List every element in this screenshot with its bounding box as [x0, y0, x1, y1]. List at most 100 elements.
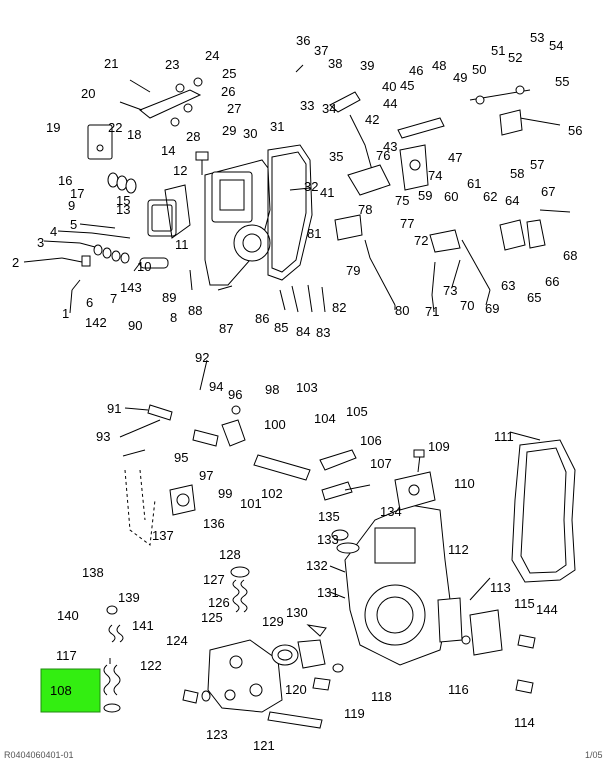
part-label-40[interactable]: 40 — [382, 79, 396, 94]
part-label-17[interactable]: 17 — [70, 186, 84, 201]
part-label-127[interactable]: 127 — [203, 572, 225, 587]
part-label-119[interactable]: 119 — [344, 706, 365, 721]
part-label-19[interactable]: 19 — [46, 120, 60, 135]
part-label-73[interactable]: 73 — [443, 283, 457, 298]
part-label-4[interactable]: 4 — [50, 224, 57, 239]
part-label-14[interactable]: 14 — [161, 143, 175, 158]
part-label-1[interactable]: 1 — [62, 306, 69, 321]
part-label-110[interactable]: 110 — [454, 476, 475, 491]
part-label-124[interactable]: 124 — [166, 633, 188, 648]
part-label-6[interactable]: 6 — [86, 295, 93, 310]
part-label-8[interactable]: 8 — [170, 310, 177, 325]
part-label-18[interactable]: 18 — [127, 127, 141, 142]
part-label-77[interactable]: 77 — [400, 216, 414, 231]
part-label-69[interactable]: 69 — [485, 301, 499, 316]
part-label-133[interactable]: 133 — [317, 532, 339, 547]
part-label-88[interactable]: 88 — [188, 303, 202, 318]
part-label-63[interactable]: 63 — [501, 278, 515, 293]
part-label-135[interactable]: 135 — [318, 509, 340, 524]
part-label-125[interactable]: 125 — [201, 610, 223, 625]
part-label-130[interactable]: 130 — [286, 605, 308, 620]
part-label-138[interactable]: 138 — [82, 565, 104, 580]
part-label-122[interactable]: 122 — [140, 658, 162, 673]
part-label-113[interactable]: 113 — [490, 580, 511, 595]
part-label-103[interactable]: 103 — [296, 380, 318, 395]
part-label-33[interactable]: 33 — [300, 98, 314, 113]
part-label-136[interactable]: 136 — [203, 516, 225, 531]
part-label-24[interactable]: 24 — [205, 48, 219, 63]
part-label-128[interactable]: 128 — [219, 547, 241, 562]
part-label-105[interactable]: 105 — [346, 404, 368, 419]
part-label-90[interactable]: 90 — [128, 318, 142, 333]
part-label-129[interactable]: 129 — [262, 614, 284, 629]
part-label-117[interactable]: 117 — [56, 648, 77, 663]
part-label-94[interactable]: 94 — [209, 379, 223, 394]
part-label-131[interactable]: 131 — [317, 585, 339, 600]
part-label-98[interactable]: 98 — [265, 382, 279, 397]
part-label-56[interactable]: 56 — [568, 123, 582, 138]
part-label-82[interactable]: 82 — [332, 300, 346, 315]
part-label-21[interactable]: 21 — [104, 56, 118, 71]
part-label-46[interactable]: 46 — [409, 63, 423, 78]
part-label-114[interactable]: 114 — [514, 715, 535, 730]
part-label-66[interactable]: 66 — [545, 274, 559, 289]
part-label-123[interactable]: 123 — [206, 727, 228, 742]
part-label-50[interactable]: 50 — [472, 62, 486, 77]
part-label-47[interactable]: 47 — [448, 150, 462, 165]
part-label-111[interactable]: 111 — [494, 429, 514, 444]
part-label-58[interactable]: 58 — [510, 166, 524, 181]
part-label-61[interactable]: 61 — [467, 176, 481, 191]
part-label-121[interactable]: 121 — [253, 738, 275, 753]
part-label-13[interactable]: 13 — [116, 202, 130, 217]
part-label-36[interactable]: 36 — [296, 33, 310, 48]
part-label-11[interactable]: 11 — [175, 237, 189, 252]
part-label-48[interactable]: 48 — [432, 58, 446, 73]
part-label-28[interactable]: 28 — [186, 129, 200, 144]
part-label-62[interactable]: 62 — [483, 189, 497, 204]
part-label-43[interactable]: 43 — [383, 139, 397, 154]
part-label-3[interactable]: 3 — [37, 235, 44, 250]
part-label-45[interactable]: 45 — [400, 78, 414, 93]
part-label-109[interactable]: 109 — [428, 439, 450, 454]
part-label-71[interactable]: 71 — [425, 304, 439, 319]
part-label-41[interactable]: 41 — [320, 185, 334, 200]
part-label-31[interactable]: 31 — [270, 119, 284, 134]
part-label-83[interactable]: 83 — [316, 325, 330, 340]
part-label-12[interactable]: 12 — [173, 163, 187, 178]
part-label-57[interactable]: 57 — [530, 157, 544, 172]
part-label-64[interactable]: 64 — [505, 193, 519, 208]
part-label-55[interactable]: 55 — [555, 74, 569, 89]
part-label-120[interactable]: 120 — [285, 682, 307, 697]
part-label-75[interactable]: 75 — [395, 193, 409, 208]
part-label-60[interactable]: 60 — [444, 189, 458, 204]
part-label-107[interactable]: 107 — [370, 456, 392, 471]
part-label-104[interactable]: 104 — [314, 411, 336, 426]
part-label-2[interactable]: 2 — [12, 255, 19, 270]
part-label-25[interactable]: 25 — [222, 66, 236, 81]
part-label-5[interactable]: 5 — [70, 217, 77, 232]
highlighted-part-box[interactable] — [40, 668, 101, 713]
part-label-15[interactable]: 15 — [116, 193, 130, 208]
part-label-76[interactable]: 76 — [376, 148, 390, 163]
part-label-35[interactable]: 35 — [329, 149, 343, 164]
part-label-20[interactable]: 20 — [81, 86, 95, 101]
part-label-16[interactable]: 16 — [58, 173, 72, 188]
part-label-92[interactable]: 92 — [195, 350, 209, 365]
part-label-42[interactable]: 42 — [365, 112, 379, 127]
part-label-37[interactable]: 37 — [314, 43, 328, 58]
part-label-140[interactable]: 140 — [57, 608, 79, 623]
part-label-30[interactable]: 30 — [243, 126, 257, 141]
part-label-126[interactable]: 126 — [208, 595, 230, 610]
part-label-96[interactable]: 96 — [228, 387, 242, 402]
part-label-81[interactable]: 81 — [307, 226, 321, 241]
part-label-79[interactable]: 79 — [346, 263, 360, 278]
part-label-51[interactable]: 51 — [491, 43, 505, 58]
part-label-49[interactable]: 49 — [453, 70, 467, 85]
part-label-10[interactable]: 10 — [137, 259, 151, 274]
part-label-22[interactable]: 22 — [108, 120, 122, 135]
part-label-72[interactable]: 72 — [414, 233, 428, 248]
part-label-85[interactable]: 85 — [274, 320, 288, 335]
part-label-23[interactable]: 23 — [165, 57, 179, 72]
part-label-9[interactable]: 9 — [68, 198, 75, 213]
part-label-106[interactable]: 106 — [360, 433, 382, 448]
